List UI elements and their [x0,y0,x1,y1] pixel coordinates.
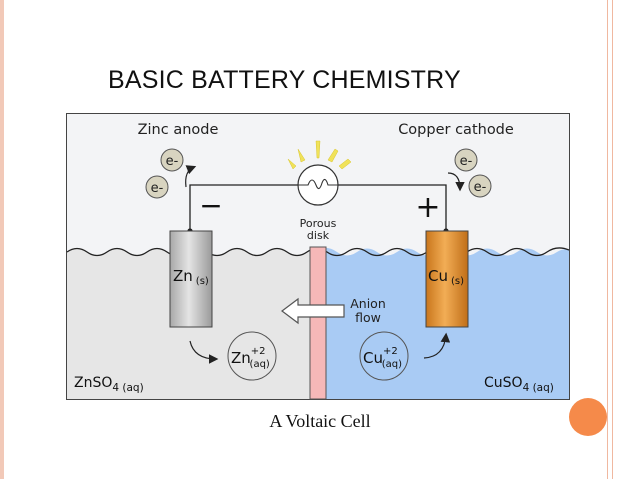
right-solution-label: CuSO4 (aq) [484,375,554,394]
zinc-electrode [169,230,213,328]
electron-flow-arrow-right [447,172,465,192]
copper-ion-circle [359,331,409,381]
zinc-ion-arrow [189,340,219,364]
negative-terminal-sign: − [199,189,222,222]
copper-electrode-label: Cu(s) [428,267,464,287]
svg-text:e-: e- [151,181,164,196]
copper-electrode [425,230,469,328]
light-bulb-icon [287,140,352,206]
figure-caption: A Voltaic Cell [269,411,371,431]
anode-label: Zinc anode [138,122,219,138]
svg-text:e-: e- [166,154,179,169]
left-solution-label: ZnSO4 (aq) [74,375,144,394]
porous-disk-label-2: disk [307,229,330,242]
svg-text:e-: e- [460,154,473,169]
external-wire [189,184,447,231]
slide-title: BASIC BATTERY CHEMISTRY [108,66,461,94]
electron-icon: e- [160,148,184,172]
zinc-ion-circle [227,331,277,381]
anion-flow-label-2: flow [355,310,381,325]
slide-border-left [0,0,4,479]
decorative-orange-circle [569,398,607,436]
porous-disk-label-1: Porous [300,217,337,230]
zinc-ion-label: Zn+2(aq) [231,346,270,370]
anion-flow-arrow [281,297,345,325]
positive-terminal-sign: + [415,190,440,225]
svg-text:e-: e- [474,180,487,195]
electron-icon: e- [145,175,169,199]
slide-border-right [607,0,638,479]
voltaic-cell-diagram: Porous disk − + Zinc anode Copper cathod… [66,113,570,400]
electron-icon: e- [454,148,478,172]
electron-flow-arrow-left [185,165,197,188]
copper-ion-label: Cu+2(aq) [363,346,402,370]
electron-icon: e- [468,174,492,198]
anion-flow-label-1: Anion [350,296,386,311]
copper-ion-arrow [423,332,451,359]
zinc-electrode-label: Zn(s) [173,267,209,287]
porous-disk [309,246,327,400]
cathode-label: Copper cathode [398,122,514,138]
